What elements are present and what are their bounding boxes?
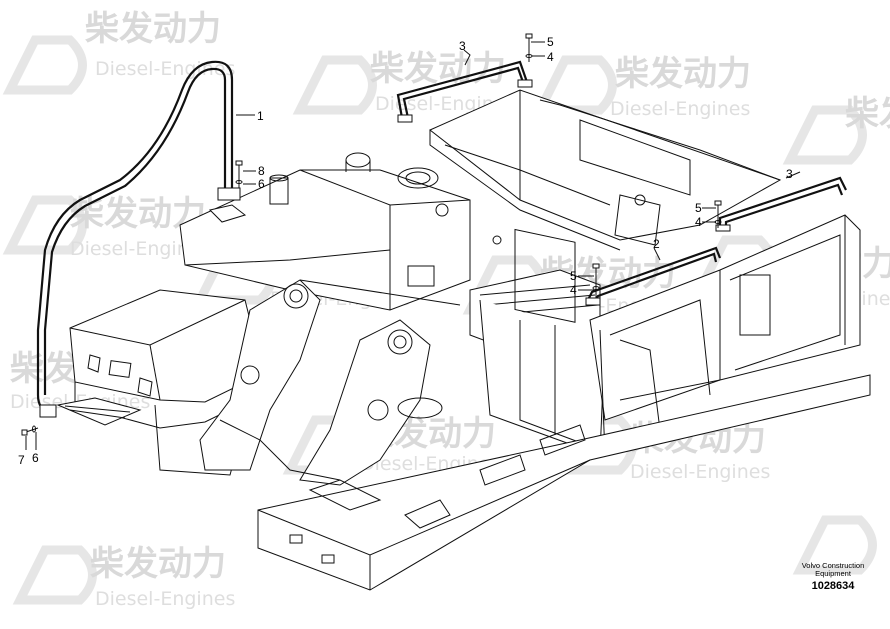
watermark-logo-icon [2, 35, 87, 95]
boom-mount-brackets [199, 279, 461, 486]
handrail-1-left [36, 60, 241, 418]
watermark-brand-en: Diesel-Engines [95, 588, 235, 610]
watermark-brand-en: Diesel-Engines [630, 461, 770, 483]
watermark-logo-icon [532, 55, 617, 115]
watermark-logo-icon [2, 195, 87, 255]
watermark-brand-cn: 柴发动力 [370, 49, 506, 89]
fuel-tank-block [179, 152, 502, 311]
drawing-number: 1028634 [811, 580, 855, 592]
callout-5-top: 5 [547, 35, 554, 49]
watermark-brand-cn: 柴发动力 [615, 54, 751, 94]
watermark-brand-cn: 柴发动力 [845, 94, 890, 134]
leader-lines [25, 41, 801, 450]
callout-6-upper: 6 [258, 177, 265, 191]
watermark-brand-cn: 柴发动力 [85, 9, 221, 49]
watermark-logo-icon [782, 105, 867, 165]
callout-3-top: 3 [459, 39, 466, 53]
lower-frame-beam [257, 374, 871, 591]
rear-upper-frame [429, 89, 782, 323]
watermark-logo-icon [792, 515, 877, 575]
callout-5-right: 5 [695, 201, 702, 215]
watermark-logo-icon [12, 545, 97, 605]
callout-labels: 1 2 3 3 4 4 4 5 5 5 6 6 7 8 [18, 35, 793, 467]
counterweight-box [69, 289, 261, 476]
center-deck [469, 269, 606, 456]
watermark-brand-cn: 柴发动力 [90, 544, 226, 584]
manufacturer-name-line1: Volvo Construction [801, 561, 865, 570]
callout-2: 2 [653, 237, 660, 251]
callout-4-top: 4 [547, 50, 554, 64]
watermark-brand-en: Diesel-Engines [610, 98, 750, 120]
manufacturer-block: Volvo Construction Equipment 1028634 [778, 561, 888, 593]
callout-7: 7 [18, 453, 25, 467]
handrail-3-top [396, 60, 533, 123]
callout-1: 1 [257, 109, 264, 123]
step-plate [56, 397, 142, 426]
callout-3-right: 3 [786, 167, 793, 181]
watermark-logo-icon [292, 55, 377, 115]
callout-8: 8 [258, 164, 265, 178]
handrail-2-middle [585, 246, 722, 306]
callout-6-lower: 6 [32, 451, 39, 465]
callout-4-right: 4 [695, 215, 702, 229]
machine-frame-drawing [21, 33, 871, 591]
callout-5-middle: 5 [570, 269, 577, 283]
callout-4-middle: 4 [570, 283, 577, 297]
manufacturer-name-line2: Equipment [815, 569, 851, 578]
watermark-brand-en: Diesel-Engines [70, 238, 210, 260]
right-side-frame [589, 214, 861, 456]
